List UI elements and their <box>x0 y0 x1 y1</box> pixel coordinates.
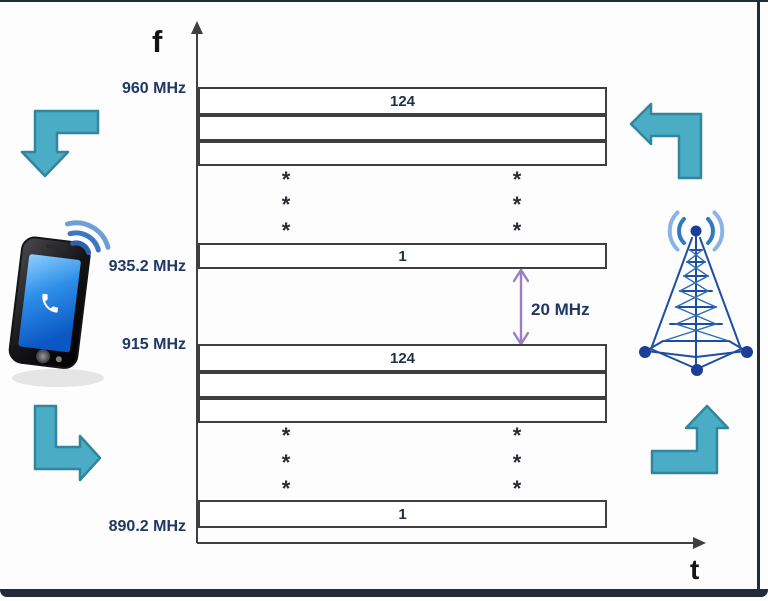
y-axis-label-f: f <box>152 24 163 59</box>
uplink-channel-124-band: 124 <box>198 344 607 372</box>
uplink-arrow-to-tower-icon <box>650 404 730 475</box>
axes <box>191 21 706 549</box>
uplink-channel-band <box>198 398 607 423</box>
tower-signal-waves-icon <box>667 210 725 252</box>
uplink-channel-1-band: 1 <box>198 500 607 528</box>
x-axis-label-t: t <box>690 554 700 585</box>
ellipsis-asterisk: * <box>512 423 522 448</box>
ellipsis-asterisk: * <box>281 218 291 243</box>
radio-tower-icon <box>639 210 753 376</box>
mobile-phone-icon <box>8 220 111 387</box>
gap-label: 20 MHz <box>531 300 590 319</box>
phone-signal-waves-icon <box>64 220 111 256</box>
downlink-arrow-from-tower-icon <box>629 102 703 180</box>
downlink-channel-124-band: 124 <box>198 87 607 115</box>
frame-border-bottom <box>0 589 768 597</box>
uplink-channel-band <box>198 372 607 398</box>
ellipsis-asterisk: * <box>281 192 291 217</box>
frame-border-right <box>757 0 760 594</box>
frequency-label-935-2: 935.2 MHz <box>108 258 186 275</box>
ellipsis-asterisk: * <box>281 167 291 192</box>
ellipsis-asterisk: * <box>512 476 522 501</box>
frequency-label-915: 915 MHz <box>121 336 186 353</box>
downlink-channel-band <box>198 115 607 141</box>
frequency-label-960: 960 MHz <box>121 80 186 97</box>
frequency-label-890-2: 890.2 MHz <box>108 518 186 535</box>
ellipsis-asterisk: * <box>281 450 291 475</box>
downlink-channel-band <box>198 141 607 166</box>
ellipsis-asterisk: * <box>512 192 522 217</box>
ellipsis-asterisk: * <box>512 167 522 192</box>
gap-arrow <box>512 267 530 347</box>
ellipsis-asterisk: * <box>281 476 291 501</box>
ellipsis-asterisk: * <box>281 423 291 448</box>
uplink-arrow-from-phone-icon <box>33 404 102 482</box>
ellipsis-asterisk: * <box>512 450 522 475</box>
frame-border-top <box>0 0 768 2</box>
downlink-channel-1-band: 1 <box>198 243 607 269</box>
downlink-arrow-to-phone-icon <box>20 109 100 178</box>
call-icon <box>42 293 58 313</box>
ellipsis-asterisk: * <box>512 218 522 243</box>
